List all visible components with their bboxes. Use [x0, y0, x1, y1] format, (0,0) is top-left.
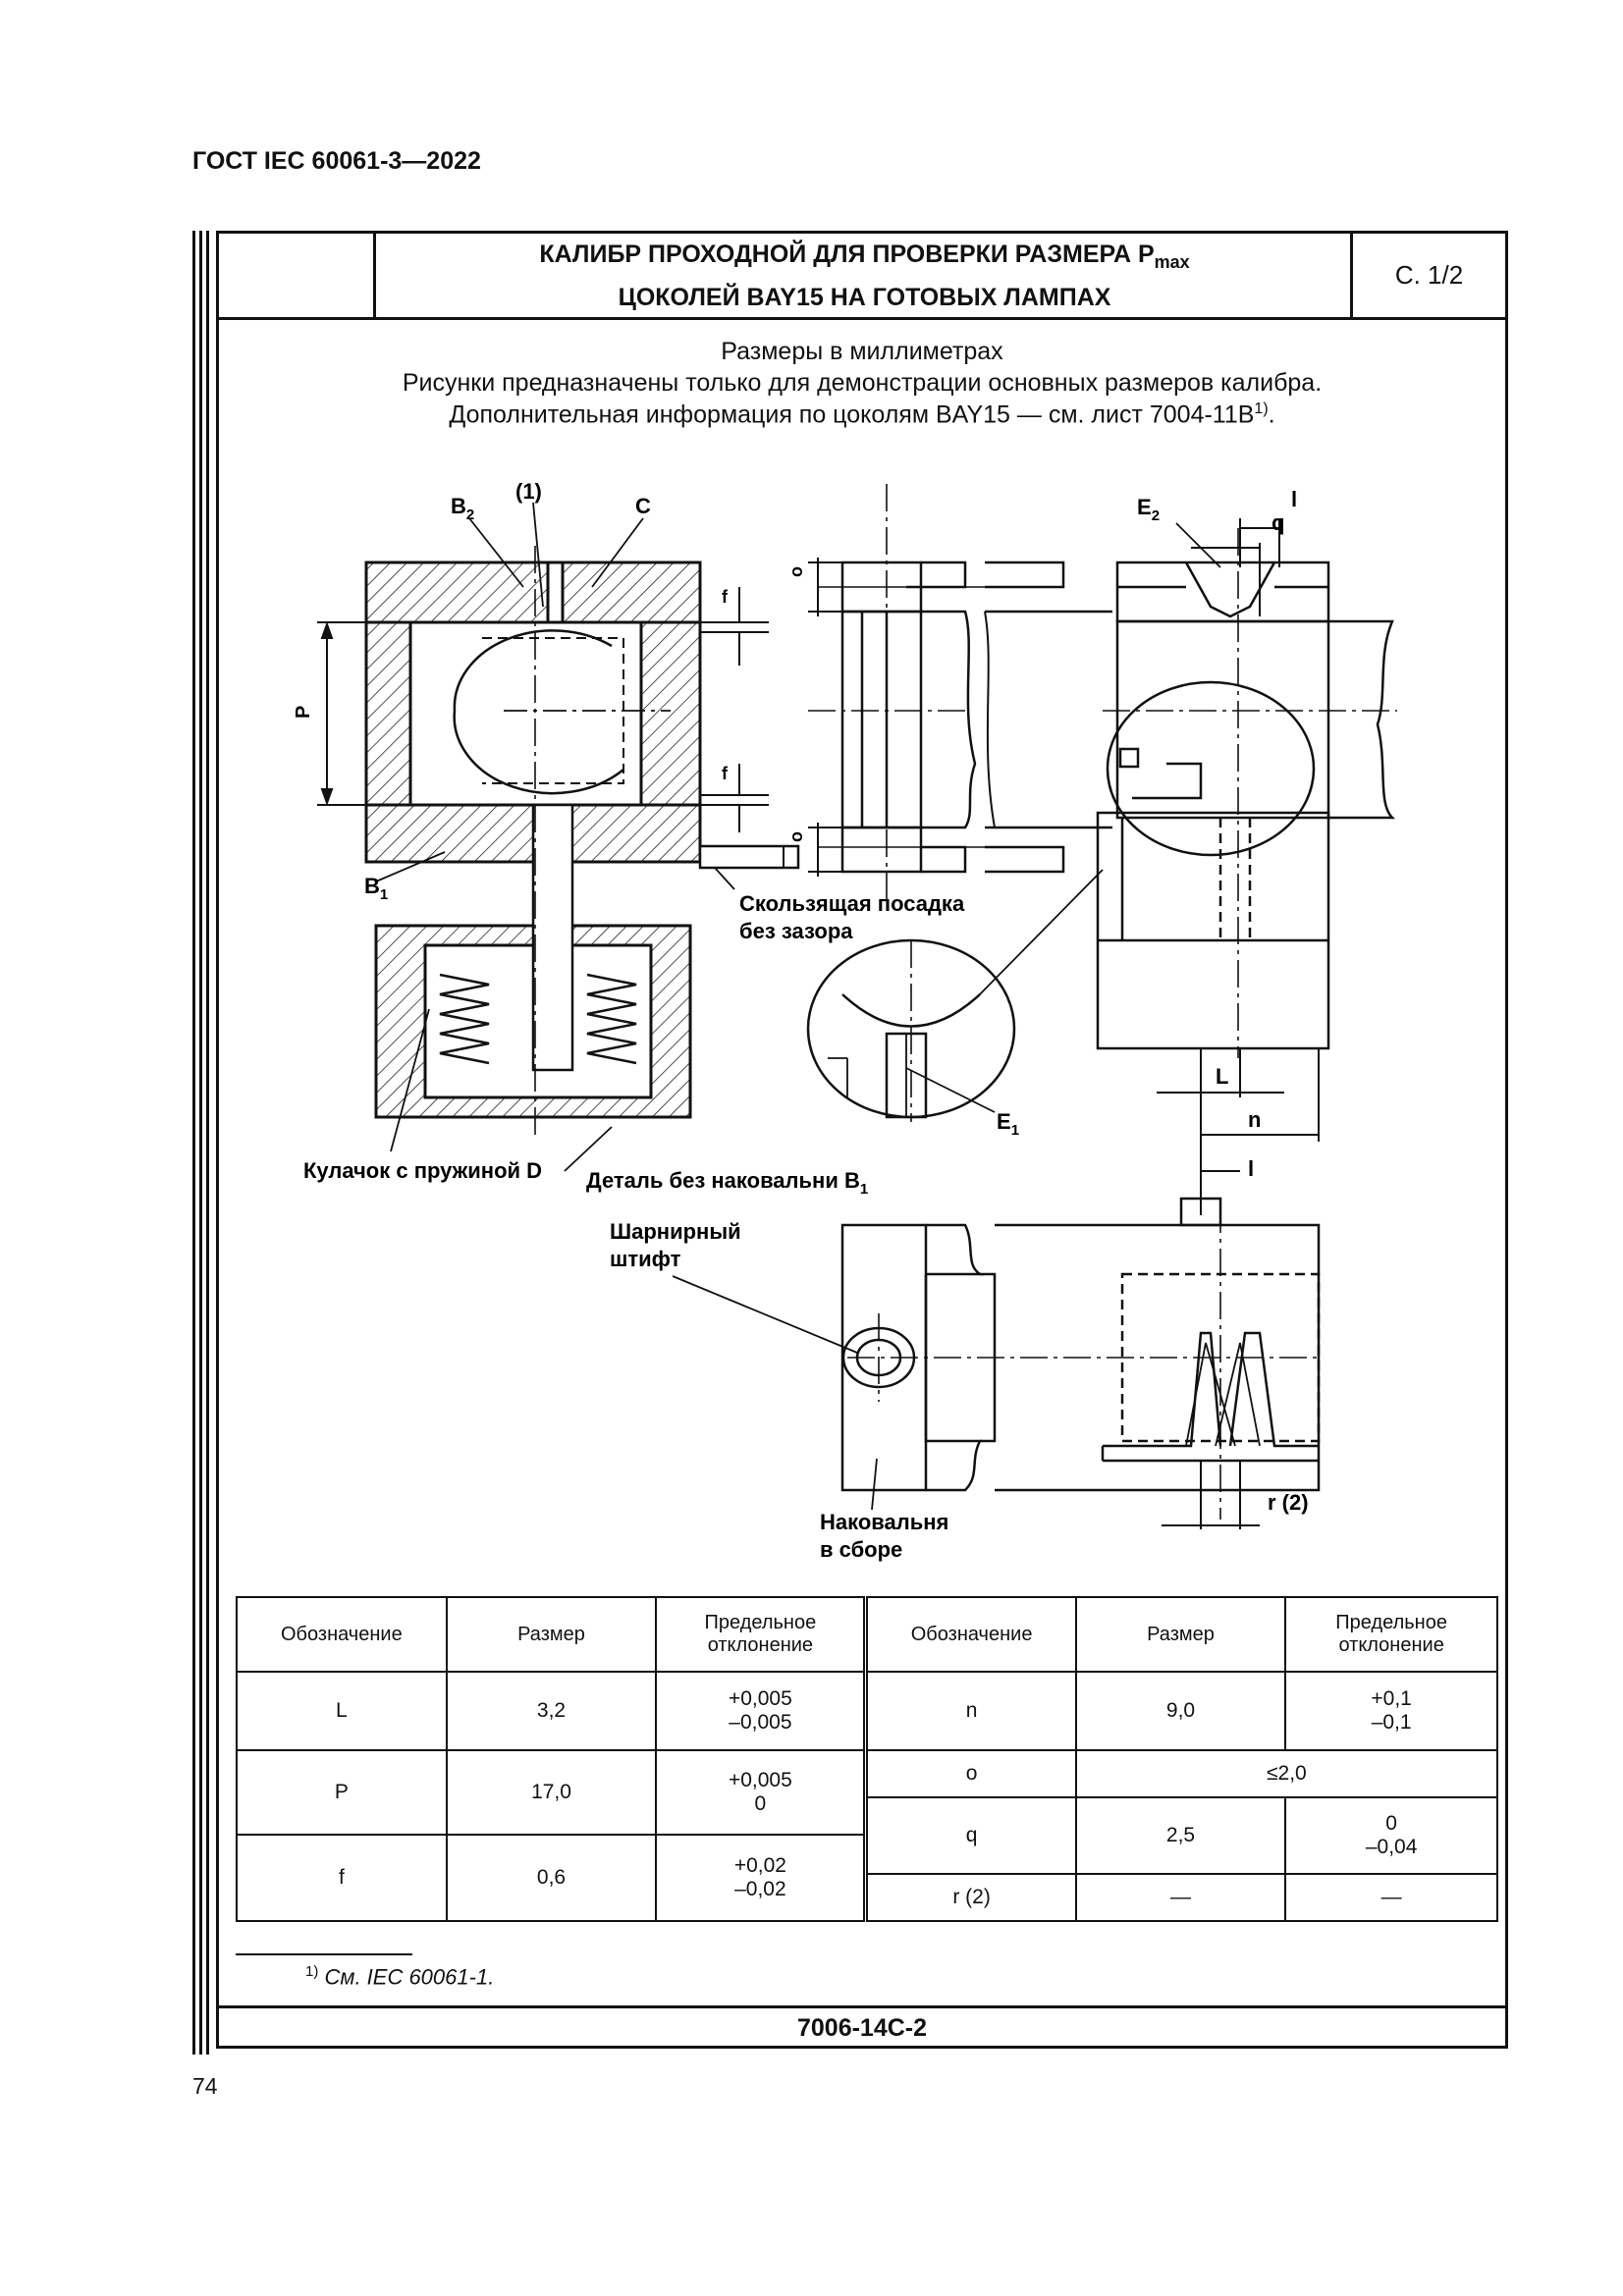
label-n: n: [1248, 1107, 1261, 1132]
cell-name: n: [863, 1671, 1077, 1751]
lamp-cap-outline: [453, 629, 671, 795]
label-q: q: [1271, 510, 1284, 535]
header-designation: Обозначение: [863, 1596, 1077, 1673]
label-o-top: o: [786, 566, 806, 577]
label-b1: B1: [364, 874, 388, 903]
title-line-1: КАЛИБР ПРОХОДНОЙ ДЛЯ ПРОВЕРКИ РАЗМЕРА Pm…: [539, 240, 1190, 272]
label-o-bottom: o: [786, 831, 806, 842]
label-l-top: l: [1291, 487, 1297, 511]
label-f-bottom: f: [722, 764, 729, 783]
purpose-note: Рисунки предназначены только для демонст…: [402, 369, 1323, 397]
sheet-title: КАЛИБР ПРОХОДНОЙ ДЛЯ ПРОВЕРКИ РАЗМЕРА Pm…: [376, 234, 1353, 317]
side-view: [818, 561, 1112, 874]
label-sliding-fit-2: без зазора: [739, 919, 853, 943]
binding-margin-line: [206, 231, 209, 2055]
sheet-code: 7006-14C-2: [219, 2005, 1505, 2049]
cell-name: L: [236, 1671, 448, 1751]
detail-circle-e1: [806, 869, 1104, 1122]
cell-tolerance: 0–0,04: [1284, 1796, 1498, 1875]
label-e1: E1: [997, 1109, 1019, 1139]
label-e2: E2: [1137, 495, 1160, 524]
cam-spring-housing: [374, 803, 800, 1119]
leader-anvil: [871, 1458, 878, 1511]
label-L: L: [1216, 1064, 1228, 1089]
cell-tolerance: +0,02–0,02: [655, 1834, 867, 1922]
label-hinge-pin-1: Шарнирный: [610, 1219, 741, 1244]
label-note-1: (1): [515, 479, 542, 504]
cell-name: q: [863, 1796, 1077, 1875]
label-b2: B2: [451, 494, 474, 523]
units-note: Размеры в миллиметрах: [721, 338, 1003, 365]
leader-e2: [1175, 522, 1221, 568]
anvil-view-bottom: [840, 1197, 1321, 1492]
cell-size: ≤2,0: [1074, 1749, 1499, 1798]
reference-note: Дополнительная информация по цоколям BAY…: [449, 400, 1275, 429]
cell-size: 2,5: [1074, 1796, 1287, 1875]
standard-designation: ГОСТ IEC 60061-3—2022: [192, 147, 481, 175]
sheet-number: С. 1/2: [1350, 234, 1505, 317]
footnote: 1) См. IEC 60061-1.: [305, 1963, 495, 1990]
footnote-rule: [236, 1953, 412, 1955]
dimension-q-l: [1191, 518, 1280, 616]
page-number: 74: [192, 2073, 218, 2099]
label-c: C: [635, 494, 651, 518]
table-row: q 2,5 0–0,04: [237, 1796, 1498, 1875]
title-line-2: ЦОКОЛЕЙ BAY15 НА ГОТОВЫХ ЛАМПАХ: [618, 283, 1111, 311]
cell-size: —: [1074, 1873, 1287, 1922]
leader-hinge-pin: [672, 1275, 858, 1354]
label-anvil-1: Наковальня: [820, 1510, 948, 1534]
label-l-mid: l: [1248, 1156, 1254, 1181]
cell-name: o: [863, 1749, 1077, 1798]
cell-name: r (2): [863, 1873, 1077, 1922]
header-size: Размер: [1074, 1596, 1287, 1673]
cell-size: 17,0: [445, 1749, 658, 1836]
cell-name: f: [236, 1834, 448, 1922]
anvil-view-top: [1096, 561, 1396, 1050]
table-row: f 0,6 +0,02–0,02: [236, 1834, 1497, 1922]
sheet-frame: КАЛИБР ПРОХОДНОЙ ДЛЯ ПРОВЕРКИ РАЗМЕРА Pm…: [216, 231, 1508, 2049]
cell-tolerance: +0,005–0,005: [655, 1671, 867, 1751]
cell-size: 3,2: [445, 1671, 658, 1751]
sheet-header: КАЛИБР ПРОХОДНОЙ ДЛЯ ПРОВЕРКИ РАЗМЕРА Pm…: [219, 234, 1505, 320]
header-designation: Обозначение: [236, 1596, 448, 1673]
cell-size: 9,0: [1074, 1671, 1287, 1751]
dimension-f: [700, 587, 769, 832]
label-anvil-2: в сборе: [820, 1537, 902, 1562]
label-sliding-fit-1: Скользящая посадка: [739, 891, 965, 916]
table-row: L 3,2 +0,005–0,005 n 9,0 +0,1–0,1: [236, 1671, 1498, 1751]
header-empty-cell: [219, 234, 376, 317]
binding-margin-line: [192, 231, 195, 2055]
leader-lines-left: [375, 502, 644, 1172]
cell-tolerance: +0,1–0,1: [1284, 1671, 1498, 1751]
cell-name: P: [236, 1749, 448, 1836]
table-row: r (2) — —: [237, 1873, 1498, 1922]
gauge-body-section: [364, 561, 702, 864]
label-part-no-anvil: Деталь без наковальни B1: [586, 1168, 868, 1198]
header-size: Размер: [445, 1596, 658, 1673]
gauge-drawing: P f f B2 (1) C B1 Скользящая посадка б: [293, 479, 1397, 1562]
cell-size: 0,6: [445, 1834, 658, 1922]
label-f-top: f: [722, 587, 729, 607]
dimension-r2: [1162, 1461, 1260, 1529]
binding-margin-line: [199, 231, 202, 2055]
cell-tolerance: —: [1284, 1873, 1498, 1922]
label-cam-spring: Кулачок с пружиной D: [303, 1158, 542, 1183]
label-hinge-pin-2: штифт: [610, 1247, 681, 1271]
label-r2: r (2): [1268, 1490, 1309, 1515]
dimension-L-n: [1157, 1048, 1320, 1215]
label-p: P: [293, 706, 314, 719]
leader-sliding-fit: [714, 867, 735, 890]
dimension-p: [317, 621, 366, 806]
dimension-o: [808, 558, 842, 877]
